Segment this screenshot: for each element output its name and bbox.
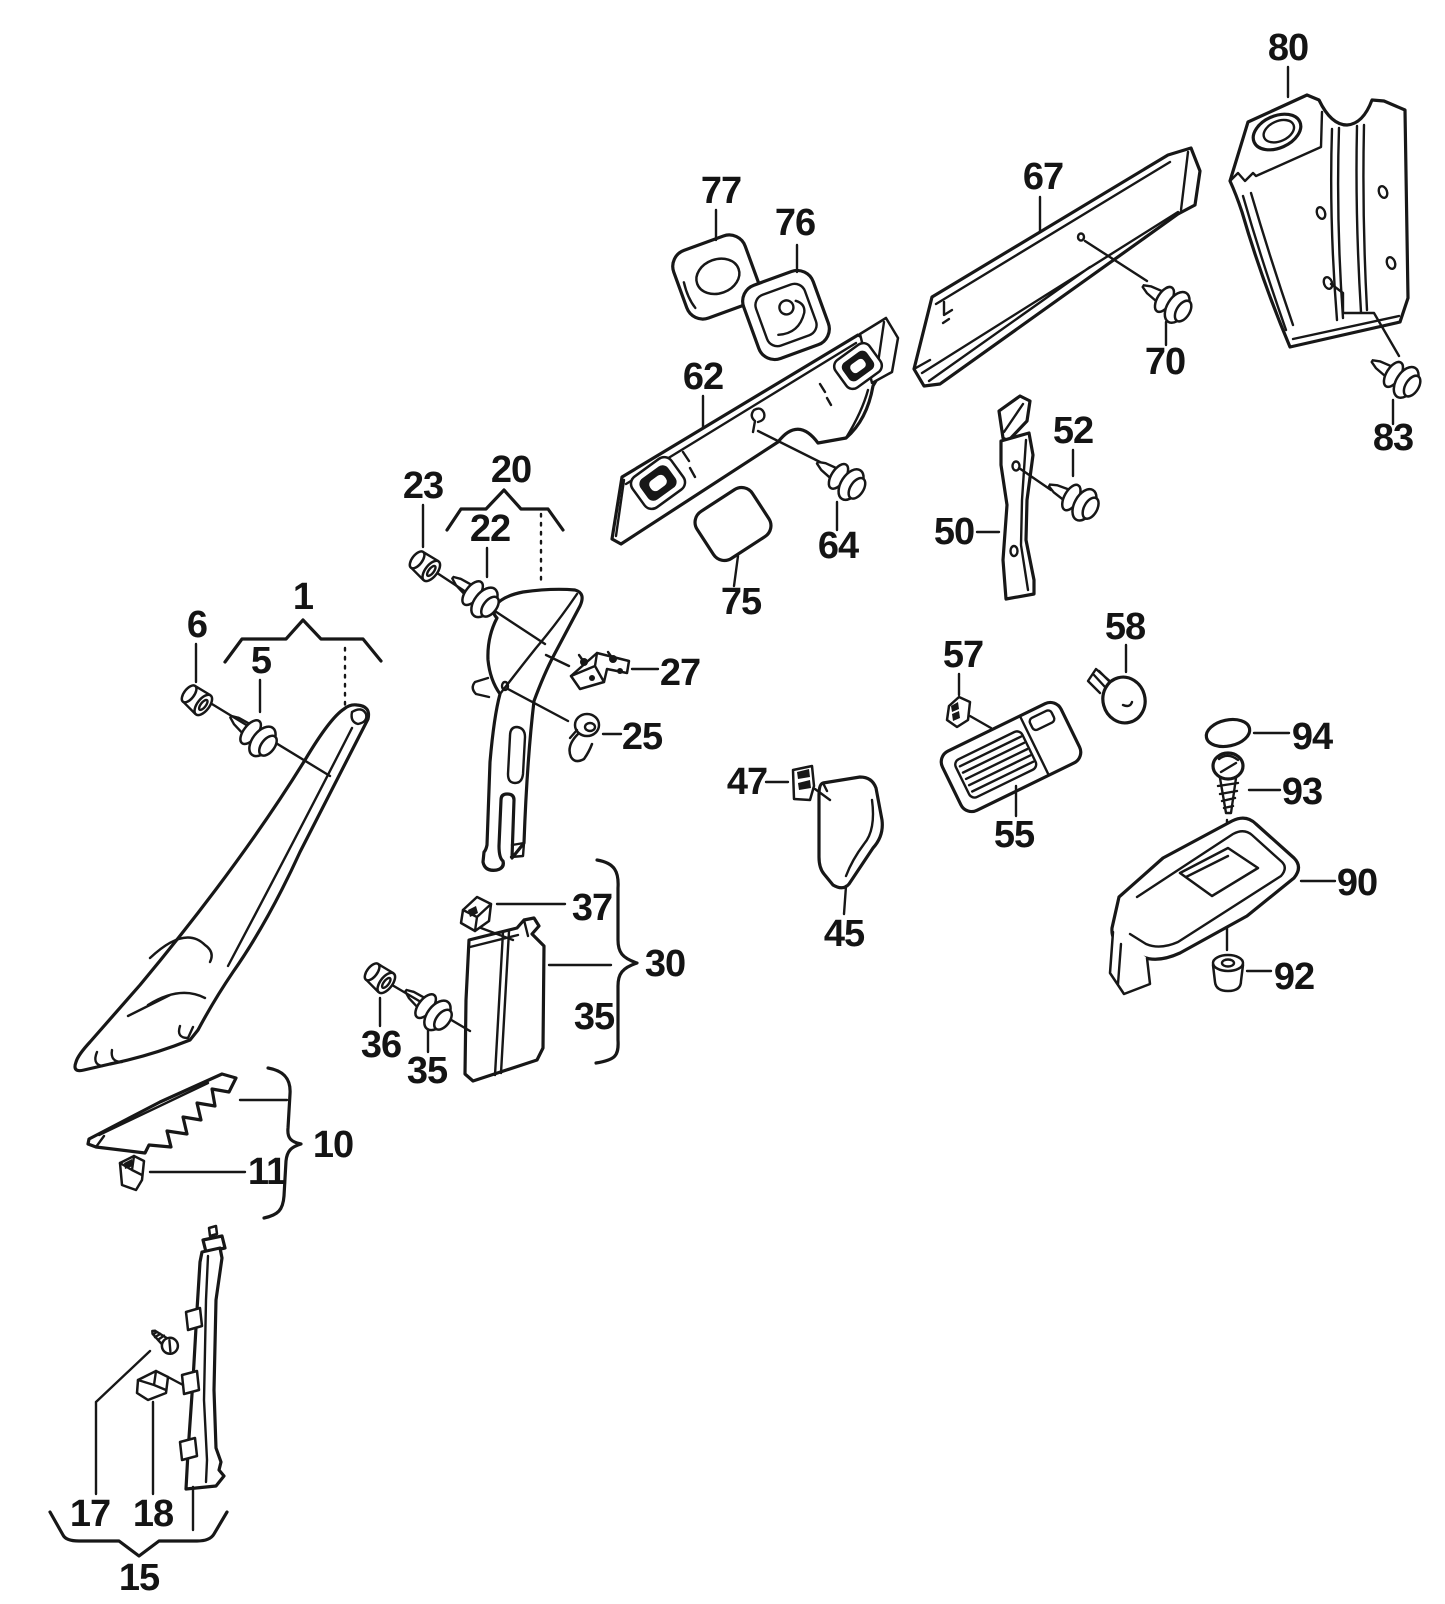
part-55-vent-grille: [939, 700, 1083, 814]
callout-18[interactable]: 18: [132, 1493, 174, 1535]
callout-83[interactable]: 83: [1372, 417, 1414, 459]
part-45-cover-pad: [817, 775, 884, 890]
part-77-bezel: [671, 233, 761, 321]
callout-10[interactable]: 10: [312, 1124, 354, 1166]
part-1-pillar-trim-panel: [73, 703, 371, 1073]
callout-23[interactable]: 23: [402, 465, 444, 507]
part-83-push-rivet: [1361, 345, 1428, 406]
callout-55[interactable]: 55: [993, 814, 1035, 856]
callout-5[interactable]: 5: [250, 640, 272, 682]
callout-30[interactable]: 30: [644, 943, 686, 985]
part-92-grommet-cap: [1211, 953, 1245, 993]
callout-17[interactable]: 17: [69, 1493, 111, 1535]
callout-45[interactable]: 45: [823, 913, 865, 955]
callout-90[interactable]: 90: [1336, 862, 1378, 904]
callout-76[interactable]: 76: [774, 202, 816, 244]
callout-75[interactable]: 75: [720, 581, 762, 623]
part-30-pillar-trim-panel: [463, 916, 546, 1083]
part-67-rail-trim-panel: [912, 146, 1202, 388]
part-5-push-rivet: [219, 702, 285, 765]
callout-22[interactable]: 22: [469, 508, 511, 550]
part-58-push-pin: [1086, 667, 1147, 725]
part-47-clip: [791, 764, 816, 802]
callout-57[interactable]: 57: [942, 634, 984, 676]
part-94-oval-washer: [1204, 717, 1252, 749]
callout-15[interactable]: 15: [118, 1557, 160, 1599]
callout-brackets: [48, 488, 639, 1558]
callout-67[interactable]: 67: [1022, 156, 1064, 198]
part-23-grommet: [404, 546, 445, 586]
part-76-bezel: [741, 268, 831, 362]
callout-1[interactable]: 1: [292, 576, 314, 618]
part-35-push-rivet: [394, 976, 460, 1039]
callout-47[interactable]: 47: [726, 761, 768, 803]
callout-52[interactable]: 52: [1052, 410, 1094, 452]
part-52-push-rivet: [1040, 469, 1106, 528]
callout-92[interactable]: 92: [1273, 956, 1315, 998]
part-17-screw: [151, 1329, 180, 1356]
part-6-grommet: [176, 680, 217, 720]
callout-62[interactable]: 62: [682, 356, 724, 398]
callout-50[interactable]: 50: [933, 511, 975, 553]
part-10-sill-bracket: [86, 1072, 238, 1155]
callout-25[interactable]: 25: [621, 716, 663, 758]
callout-94[interactable]: 94: [1291, 716, 1333, 758]
callout-80[interactable]: 80: [1267, 27, 1309, 69]
part-36-grommet: [359, 958, 400, 998]
callout-70[interactable]: 70: [1144, 341, 1186, 383]
callout-36[interactable]: 36: [360, 1024, 402, 1066]
leader-lines: [94, 65, 1401, 1532]
part-64-push-rivet: [807, 447, 873, 508]
part-20-pillar-trim-panel: [471, 587, 584, 872]
callout-77[interactable]: 77: [700, 170, 742, 212]
callout-64[interactable]: 64: [817, 525, 859, 567]
callout-35b[interactable]: 35: [406, 1050, 448, 1092]
part-62-rail-trim-panel: [610, 316, 900, 546]
callout-11[interactable]: 11: [247, 1151, 287, 1193]
callout-58[interactable]: 58: [1104, 606, 1146, 648]
part-93-screw: [1211, 751, 1245, 815]
callout-20[interactable]: 20: [490, 449, 532, 491]
part-37-clip: [459, 895, 493, 933]
part-50-pillar-trim-strip: [997, 394, 1036, 601]
part-25-hook-clip: [568, 712, 601, 763]
part-18-clip: [135, 1369, 185, 1402]
part-27-retainer-bracket: [569, 650, 631, 691]
callout-37[interactable]: 37: [571, 887, 613, 929]
part-90-grab-handle-tray: [1108, 816, 1301, 996]
part-75-adhesive-pad: [693, 485, 773, 563]
callout-93[interactable]: 93: [1281, 771, 1323, 813]
part-11-clip-nut: [118, 1154, 146, 1192]
part-80-pillar-trim-panel: [1228, 93, 1410, 349]
part-15-pillar-trim-lower: [178, 1224, 227, 1491]
part-57-clip: [945, 695, 972, 729]
callout-27[interactable]: 27: [659, 652, 701, 694]
callout-35[interactable]: 35: [573, 996, 615, 1038]
callout-6[interactable]: 6: [186, 604, 208, 646]
